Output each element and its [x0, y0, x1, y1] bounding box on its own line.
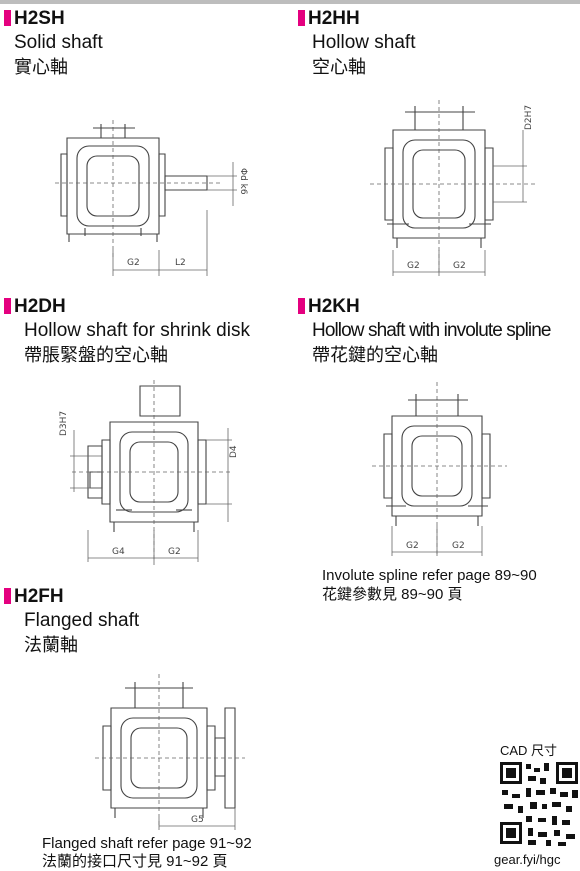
drawing-h2sh: G2 L2 Φd k6	[55, 110, 248, 280]
drawing-h2dh: G4 G2 D3H7 D4	[59, 380, 239, 570]
dim-label: G2	[127, 258, 140, 268]
qr-code-icon[interactable]	[498, 760, 580, 848]
section-marker	[298, 298, 305, 314]
section-title-h2kh: Hollow shaft with involute spline	[312, 320, 551, 341]
cad-label: CAD 尺寸	[500, 743, 558, 758]
section-title-h2hh: Hollow shaft	[312, 32, 416, 53]
dim-label: D2H7	[524, 105, 534, 130]
section-title-zh-h2kh: 帶花鍵的空心軸	[312, 345, 438, 365]
note-h2kh-zh: 花鍵參數見 89~90 頁	[322, 586, 463, 603]
section-title-zh-h2sh: 實心軸	[14, 57, 68, 77]
section-code-h2hh: H2HH	[298, 8, 360, 30]
note-h2fh-en: Flanged shaft refer page 91~92	[42, 835, 252, 852]
dim-label: G4	[112, 547, 125, 557]
drawing-h2fh: G5	[95, 668, 265, 832]
section-marker	[298, 10, 305, 26]
section-marker	[4, 10, 11, 26]
dim-label: G5	[191, 815, 204, 825]
section-code-h2fh: H2FH	[4, 586, 64, 608]
dim-label: G2	[452, 541, 465, 551]
dim-label: G2	[407, 261, 420, 271]
dim-label: D4	[229, 445, 239, 458]
section-title-zh-h2dh: 帶脹緊盤的空心軸	[24, 345, 168, 365]
drawing-h2hh: G2 G2 D2H7	[365, 90, 555, 280]
section-code-h2sh: H2SH	[4, 8, 65, 30]
section-title-h2fh: Flanged shaft	[24, 610, 140, 631]
dim-label: Φd k6	[238, 168, 248, 195]
section-title-h2dh: Hollow shaft for shrink disk	[24, 320, 250, 341]
note-h2fh-zh: 法蘭的接口尺寸見 91~92 頁	[42, 853, 228, 870]
dim-label: D3H7	[59, 411, 69, 436]
dim-label: G2	[168, 547, 181, 557]
cad-url-link[interactable]: gear.fyi/hgc	[494, 852, 561, 867]
section-title-zh-h2hh: 空心軸	[312, 57, 366, 77]
dim-label: L2	[175, 258, 186, 268]
section-code-h2kh: H2KH	[298, 296, 360, 318]
top-header-bar	[0, 0, 580, 4]
section-title-h2sh: Solid shaft	[14, 32, 103, 53]
section-code-h2dh: H2DH	[4, 296, 66, 318]
section-marker	[4, 298, 11, 314]
drawing-h2kh: G2 G2	[372, 380, 532, 560]
dim-label: G2	[406, 541, 419, 551]
section-title-zh-h2fh: 法蘭軸	[24, 635, 78, 655]
section-marker	[4, 588, 11, 604]
dim-label: G2	[453, 261, 466, 271]
note-h2kh-en: Involute spline refer page 89~90	[322, 567, 537, 584]
